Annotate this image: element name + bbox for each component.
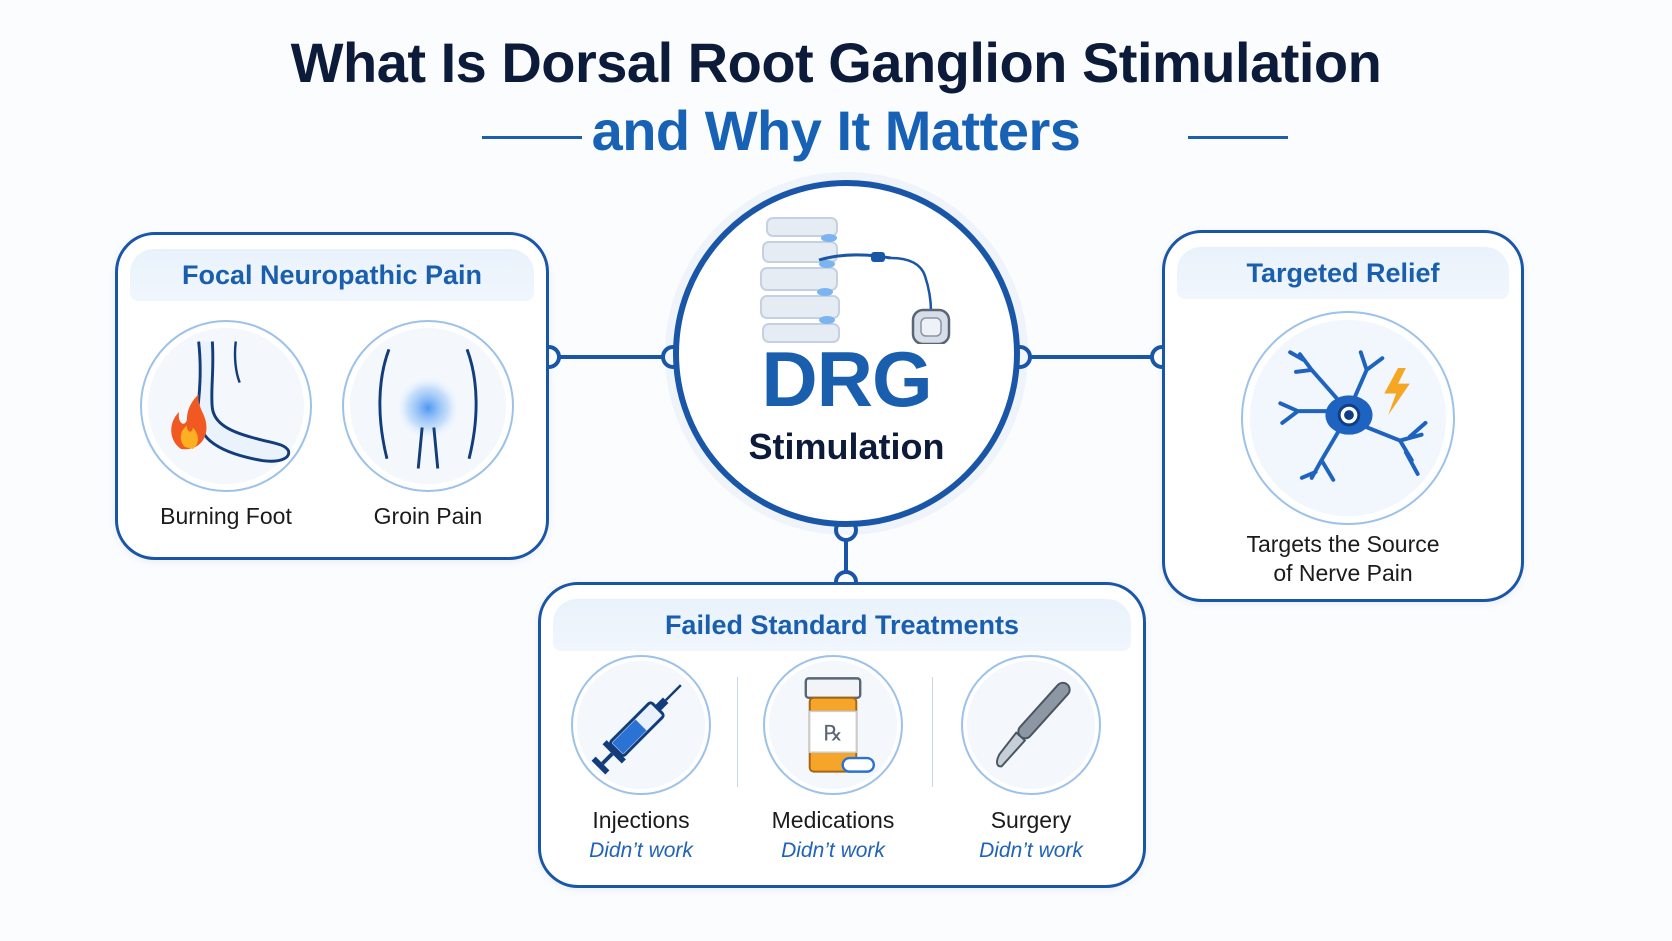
svg-text:℞: ℞: [823, 722, 842, 747]
pill-bottle-icon: ℞: [763, 655, 903, 795]
medications-status: Didn’t work: [781, 839, 885, 862]
focal-pain-header: Focal Neuropathic Pain: [130, 249, 534, 301]
targeted-relief-header: Targeted Relief: [1177, 247, 1509, 299]
groin-pain-icon: [342, 320, 514, 492]
surgery-status: Didn’t work: [979, 839, 1083, 862]
separator: [932, 677, 933, 787]
title-rule-right: [1188, 136, 1288, 139]
separator: [737, 677, 738, 787]
stimulation-label: Stimulation: [748, 426, 945, 467]
targeted-relief-label-line2: of Nerve Pain: [1273, 560, 1413, 586]
failed-treatments-header: Failed Standard Treatments: [553, 599, 1131, 651]
focal-pain-card: Focal Neuropathic Pain Burning: [115, 232, 549, 560]
neuron-icon: [1241, 311, 1455, 525]
page-subtitle: and Why It Matters: [591, 99, 1081, 162]
targeted-relief-card: Targeted Relief Targets the Source of Ne…: [1162, 230, 1524, 602]
injections-label: Injections: [592, 807, 690, 833]
page-title: What Is Dorsal Root Ganglion Stimulation: [290, 31, 1382, 94]
targeted-relief-label-line1: Targets the Source: [1246, 531, 1440, 557]
medications-label: Medications: [771, 807, 895, 833]
failed-treatments-card: Failed Standard Treatments ℞: [538, 582, 1146, 888]
spine-stimulator-icon: [760, 217, 951, 344]
injections-status: Didn’t work: [589, 839, 693, 862]
scalpel-icon: [961, 655, 1101, 795]
groin-pain-label: Groin Pain: [373, 503, 483, 529]
burning-foot-icon: [140, 320, 312, 492]
syringe-icon: [571, 655, 711, 795]
surgery-label: Surgery: [990, 807, 1072, 833]
burning-foot-label: Burning Foot: [160, 503, 292, 529]
drg-center-circle: DRG Stimulation: [673, 180, 1020, 527]
title-rule-left: [482, 136, 582, 139]
drg-label: DRG: [761, 335, 932, 423]
